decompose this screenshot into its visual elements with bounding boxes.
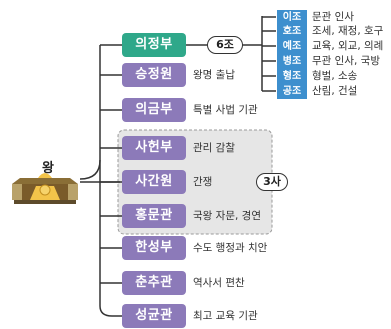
ministry-label-byeongjo: 병조 xyxy=(277,54,307,69)
agency-node-seonggyungwan[interactable]: 성균관 xyxy=(122,304,186,328)
ministry-label-hyeongjo: 형조 xyxy=(277,69,307,84)
ministry-desc-byeongjo: 무관 인사, 국방 xyxy=(312,55,380,67)
agency-desc-seungjeongwon: 왕명 출납 xyxy=(193,69,235,81)
agency-node-saganwon[interactable]: 사간원 xyxy=(122,170,186,194)
agency-node-uigeumbu[interactable]: 의금부 xyxy=(122,98,186,122)
ministry-label-ijo: 이조 xyxy=(277,10,307,25)
agency-desc-hanseongbu: 수도 행정과 치안 xyxy=(193,242,268,254)
agency-desc-hongmungwan: 국왕 자문, 경연 xyxy=(193,210,261,222)
agency-node-hongmungwan[interactable]: 홍문관 xyxy=(122,204,186,228)
agency-node-saheonbu[interactable]: 사헌부 xyxy=(122,136,186,160)
agency-node-hanseongbu[interactable]: 한성부 xyxy=(122,236,186,260)
agency-desc-uigeumbu: 특별 사법 기관 xyxy=(193,104,258,116)
agency-node-chunchugwan[interactable]: 춘추관 xyxy=(122,271,186,295)
ministry-label-hojo: 호조 xyxy=(277,24,307,39)
ministries-bracket xyxy=(250,16,263,91)
king-connector xyxy=(79,159,101,180)
ministry-label-gongjo: 공조 xyxy=(277,84,307,99)
agency-desc-saganwon: 간쟁 xyxy=(193,176,213,188)
agency-desc-seonggyungwan: 최고 교육 기관 xyxy=(193,310,258,322)
ministry-desc-yejo: 교육, 외교, 의례 xyxy=(312,40,384,52)
king-label: 왕 xyxy=(42,161,54,176)
ministry-desc-ijo: 문관 인사 xyxy=(312,11,354,23)
agency-desc-chunchugwan: 역사서 편찬 xyxy=(193,277,245,289)
agency-desc-saheonbu: 관리 감찰 xyxy=(193,142,235,154)
branch-seonggyungwan xyxy=(99,305,122,317)
ministry-desc-hyeongjo: 형벌, 소송 xyxy=(312,70,358,82)
agency-node-seungjeongwon[interactable]: 승정원 xyxy=(122,63,186,87)
ministry-desc-hojo: 조세, 재정, 호구 xyxy=(312,25,384,37)
six-ministries-badge: 6조 xyxy=(207,36,243,54)
king-icon xyxy=(12,173,78,204)
ministry-desc-gongjo: 산림, 건설 xyxy=(312,85,358,97)
three-offices-badge: 3사 xyxy=(256,173,288,191)
agency-node-uijeongbu[interactable]: 의정부 xyxy=(122,33,186,57)
ministry-label-yejo: 예조 xyxy=(277,39,307,54)
